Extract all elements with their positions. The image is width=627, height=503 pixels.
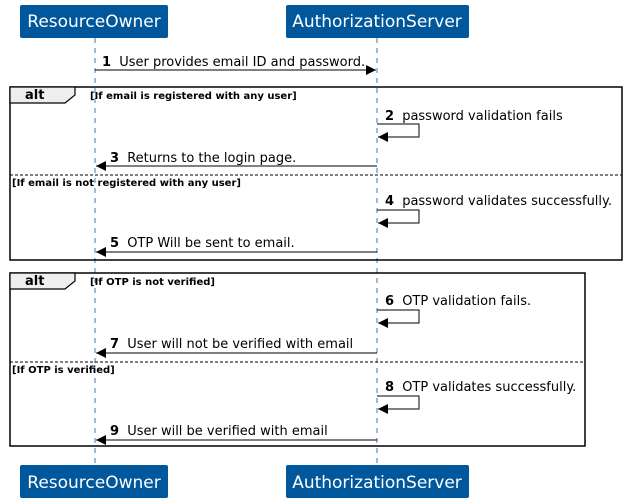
message-number: 8 (385, 380, 394, 395)
participant-resource-owner-bottom: ResourceOwner (20, 465, 168, 498)
participant-authorization-server-top: AuthorizationServer (286, 5, 469, 38)
message-3: 3 Returns to the login page. (96, 151, 377, 171)
frame-kind-label: alt (25, 88, 44, 103)
message-5: 5 OTP Will be sent to email. (96, 236, 377, 257)
alt-frame-1: alt [If email is registered with any use… (9, 86, 623, 261)
svg-text:4 password validates s: 4 password validates successfully. (385, 194, 612, 209)
message-number: 6 (385, 294, 394, 309)
svg-text:1 User provides email ID: 1 User provides email ID and password. (102, 55, 365, 70)
svg-text:5 OTP Will be sent to: 5 OTP Will be sent to email. (110, 236, 295, 251)
svg-text:6 OTP validation fails: 6 OTP validation fails. (385, 294, 531, 309)
message-text: OTP Will be sent to email. (127, 236, 294, 251)
participant-resource-owner-top: ResourceOwner (20, 5, 168, 38)
guard-label: [If OTP is verified] (12, 365, 115, 376)
participant-label: AuthorizationServer (292, 12, 462, 32)
message-text: Returns to the login page. (127, 151, 296, 166)
guard-label: [If email is registered with any user] (90, 91, 297, 102)
participant-label: ResourceOwner (27, 12, 160, 32)
svg-text:3 Returns to the login: 3 Returns to the login page. (110, 151, 296, 166)
message-text: OTP validates successfully. (402, 380, 576, 395)
message-text: password validates successfully. (402, 194, 612, 209)
svg-text:8 OTP validates succes: 8 OTP validates successfully. (385, 380, 576, 395)
message-2: 2 password validation fails (377, 109, 563, 142)
message-number: 7 (110, 337, 119, 352)
message-number: 4 (385, 194, 394, 209)
message-7: 7 User will not be verified with email (96, 337, 377, 358)
guard-label: [If OTP is not verified] (90, 277, 215, 288)
alt-frame-2: alt [If OTP is not verified] 6 OTP valid… (9, 272, 586, 447)
guard-label: [If email is not registered with any use… (12, 178, 241, 189)
message-number: 1 (102, 55, 111, 70)
participant-label: AuthorizationServer (292, 473, 462, 493)
svg-text:9 User will be verifie: 9 User will be verified with email (110, 424, 328, 439)
message-text: User will be verified with email (127, 424, 328, 439)
message-text: OTP validation fails. (402, 294, 531, 309)
message-6: 6 OTP validation fails. (377, 294, 531, 328)
svg-text:2 password validation: 2 password validation fails (385, 109, 563, 124)
message-1: 1 User provides email ID and password. (95, 55, 376, 75)
frame-kind-label: alt (25, 274, 44, 289)
message-number: 9 (110, 424, 119, 439)
message-number: 3 (110, 151, 119, 166)
message-9: 9 User will be verified with email (96, 424, 377, 445)
message-text: password validation fails (402, 109, 563, 124)
message-number: 2 (385, 109, 394, 124)
message-8: 8 OTP validates successfully. (377, 380, 576, 414)
svg-text:7 User will not be ver: 7 User will not be verified with email (110, 337, 353, 352)
participant-authorization-server-bottom: AuthorizationServer (286, 465, 469, 498)
message-text: User will not be verified with email (127, 337, 353, 352)
participant-label: ResourceOwner (27, 473, 160, 493)
message-4: 4 password validates successfully. (377, 194, 612, 228)
message-number: 5 (110, 236, 119, 251)
message-text: User provides email ID and password. (119, 55, 365, 70)
